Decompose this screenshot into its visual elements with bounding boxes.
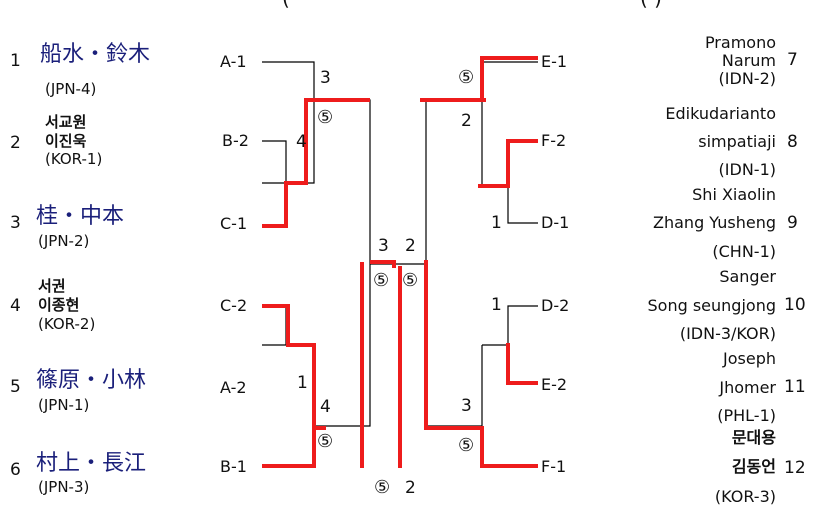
team-number: 5 bbox=[10, 377, 21, 397]
team-country: (JPN-3) bbox=[38, 478, 90, 496]
team-player-2: 김동언 bbox=[731, 457, 776, 476]
team-number: 10 bbox=[784, 295, 806, 315]
team-number: 7 bbox=[787, 50, 798, 70]
team-country: (KOR-3) bbox=[714, 487, 776, 506]
team-player-1: Joseph bbox=[723, 349, 776, 368]
team-number: 2 bbox=[10, 133, 21, 153]
score: 2 bbox=[405, 478, 416, 498]
score: 3 bbox=[378, 236, 389, 256]
score-circled: ⑤ bbox=[317, 431, 334, 452]
team-number: 8 bbox=[787, 132, 798, 152]
score: 1 bbox=[491, 213, 502, 233]
team-name: 船水・鈴木 bbox=[40, 42, 151, 67]
score-circled: ⑤ bbox=[317, 107, 334, 128]
slot-label: D-2 bbox=[541, 296, 570, 315]
team-name-line1: 서교원 bbox=[45, 113, 87, 131]
team-number: 1 bbox=[10, 51, 21, 71]
slot-label: C-1 bbox=[220, 214, 248, 233]
team-player-2: Song seungjong bbox=[647, 296, 776, 315]
team-number: 3 bbox=[10, 213, 21, 233]
score-circled: ⑤ bbox=[374, 477, 391, 498]
team-country: (JPN-4) bbox=[45, 80, 97, 98]
team-country: (PHL-1) bbox=[717, 406, 776, 425]
bracket-red-lines bbox=[262, 56, 538, 468]
team-number: 12 bbox=[784, 458, 806, 478]
team-number: 11 bbox=[784, 377, 806, 397]
team-player-2: Zhang Yusheng bbox=[653, 213, 776, 232]
team-number: 4 bbox=[10, 296, 21, 316]
team-country: (JPN-1) bbox=[38, 396, 90, 414]
score-circled: ⑤ bbox=[458, 435, 475, 456]
team-name: 篠原・小林 bbox=[36, 368, 147, 393]
slot-label: B-2 bbox=[222, 131, 249, 150]
team-player-1: Edikudarianto bbox=[665, 104, 776, 123]
slot-label: D-1 bbox=[541, 213, 570, 232]
slot-label: A-2 bbox=[220, 378, 247, 397]
score: 3 bbox=[461, 396, 472, 416]
team-country: (IDN-1) bbox=[718, 160, 776, 179]
team-country: (JPN-2) bbox=[38, 232, 90, 250]
slot-label: F-1 bbox=[541, 457, 567, 476]
team-name-line2: 이종현 bbox=[38, 296, 80, 314]
score: 4 bbox=[320, 397, 331, 417]
team-name-line1: 서권 bbox=[38, 277, 66, 295]
team-player-1: Shi Xiaolin bbox=[692, 185, 776, 204]
slot-label: F-2 bbox=[541, 131, 567, 150]
slot-label: A-1 bbox=[220, 52, 247, 71]
score-circled: ⑤ bbox=[458, 67, 475, 88]
team-country: (IDN-3/KOR) bbox=[679, 324, 776, 343]
team-player-1: 문대용 bbox=[731, 428, 776, 447]
score: 1 bbox=[491, 295, 502, 315]
score: 2 bbox=[405, 236, 416, 256]
header-fragment-right: ( ) bbox=[640, 0, 662, 8]
score: 3 bbox=[320, 68, 331, 88]
score: 4 bbox=[296, 132, 307, 152]
team-player-2: Jhomer bbox=[719, 378, 776, 397]
team-name: 桂・中本 bbox=[36, 204, 125, 229]
team-player-2: Narum bbox=[721, 51, 776, 70]
team-number: 6 bbox=[10, 460, 21, 480]
team-country: (IDN-2) bbox=[718, 69, 776, 88]
team-country: (KOR-2) bbox=[38, 315, 96, 333]
slot-label: E-1 bbox=[541, 52, 568, 71]
team-player-2: simpatiaji bbox=[698, 132, 776, 151]
slot-label: C-2 bbox=[220, 296, 248, 315]
team-player-1: Pramono bbox=[704, 33, 776, 52]
score-circled: ⑤ bbox=[402, 270, 419, 291]
team-country: (KOR-1) bbox=[45, 150, 103, 168]
team-name: 村上・長江 bbox=[36, 451, 147, 476]
team-number: 9 bbox=[787, 213, 798, 233]
slot-label: E-2 bbox=[541, 375, 568, 394]
team-player-1: Sanger bbox=[719, 267, 776, 286]
team-country: (CHN-1) bbox=[712, 242, 776, 261]
header-fragment-mid: ( bbox=[282, 0, 290, 8]
team-name-line2: 이진욱 bbox=[45, 132, 87, 150]
score: 1 bbox=[297, 373, 308, 393]
score: 2 bbox=[461, 111, 472, 131]
slot-label: B-1 bbox=[220, 457, 247, 476]
score-circled: ⑤ bbox=[373, 270, 390, 291]
